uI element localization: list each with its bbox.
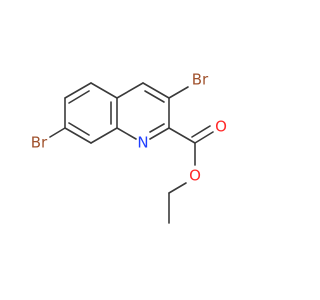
atom-o-ester: O — [189, 167, 201, 185]
bond-c3-br — [168, 86, 189, 99]
bond-lines — [49, 82, 214, 224]
bond-c4a-c5 — [90, 82, 118, 99]
bond-c7-br — [49, 127, 66, 138]
bond-c-carbonyl-o-double-2 — [191, 125, 211, 138]
atom-br-3: Br — [192, 71, 209, 89]
bond-c-carbonyl-o-double — [194, 131, 214, 144]
atom-o-carbonyl: O — [215, 118, 227, 136]
bond-c2-c-carbonyl — [168, 127, 196, 144]
bond-c2-n1 — [149, 127, 170, 140]
bond-n1-c8a — [116, 127, 137, 140]
bond-c4-c3 — [142, 82, 170, 99]
bond-c4-c3-inner — [144, 90, 165, 103]
bond-c8-c8a — [90, 127, 118, 144]
bond-c7-c8 — [64, 127, 92, 144]
bond-c5-c6-inner — [68, 90, 90, 104]
atom-br-7: Br — [31, 134, 48, 152]
atom-n-1: N — [137, 134, 148, 152]
molecule-structure: Br Br N O O — [31, 71, 227, 224]
bond-c5-c6 — [64, 82, 92, 99]
bond-c7-c8-inner — [68, 122, 90, 136]
bond-c4a-c4 — [116, 82, 144, 99]
bond-c2-n1-inner — [149, 123, 165, 133]
structure-canvas: Br Br N O O — [30, 70, 227, 224]
bond-o-ch2 — [168, 182, 187, 194]
